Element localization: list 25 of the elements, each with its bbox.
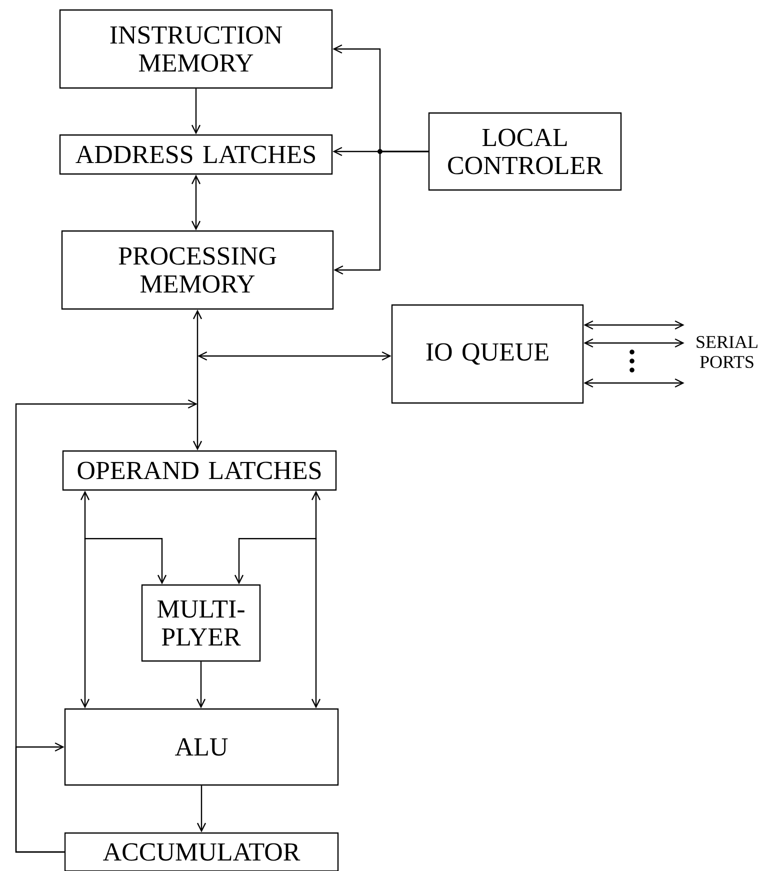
arrow bbox=[80, 490, 90, 708]
controller-box: LOCAL CONTROLER bbox=[428, 112, 622, 191]
port-label: SERIAL PORTS bbox=[696, 336, 758, 368]
accumulator-box: ACCUMULATOR bbox=[64, 832, 339, 871]
arrow bbox=[196, 662, 206, 708]
memory-box: INSTRUCTION MEMORY bbox=[59, 9, 333, 89]
arrow bbox=[191, 174, 201, 230]
arrow bbox=[192, 310, 202, 450]
arrow bbox=[584, 320, 684, 330]
multiplier-box: MULTI-PLYER bbox=[141, 584, 261, 662]
arrow bbox=[191, 88, 201, 134]
arrow bbox=[234, 538, 317, 584]
arrow bbox=[198, 351, 392, 361]
arrow bbox=[15, 742, 64, 853]
queue-box: IO QUEUE bbox=[391, 304, 584, 404]
arrow bbox=[584, 378, 684, 388]
memory-box: PROCESSING MEMORY bbox=[61, 230, 334, 310]
latch-box: OPERAND LATCHES bbox=[62, 450, 337, 491]
arrow bbox=[334, 150, 428, 275]
alu-box: ALU bbox=[64, 708, 339, 786]
arrow bbox=[584, 338, 684, 348]
arrow bbox=[311, 490, 321, 708]
latch-box: ADDRESS LATCHES bbox=[59, 134, 333, 175]
arrow bbox=[196, 786, 206, 832]
arrow bbox=[84, 538, 167, 584]
